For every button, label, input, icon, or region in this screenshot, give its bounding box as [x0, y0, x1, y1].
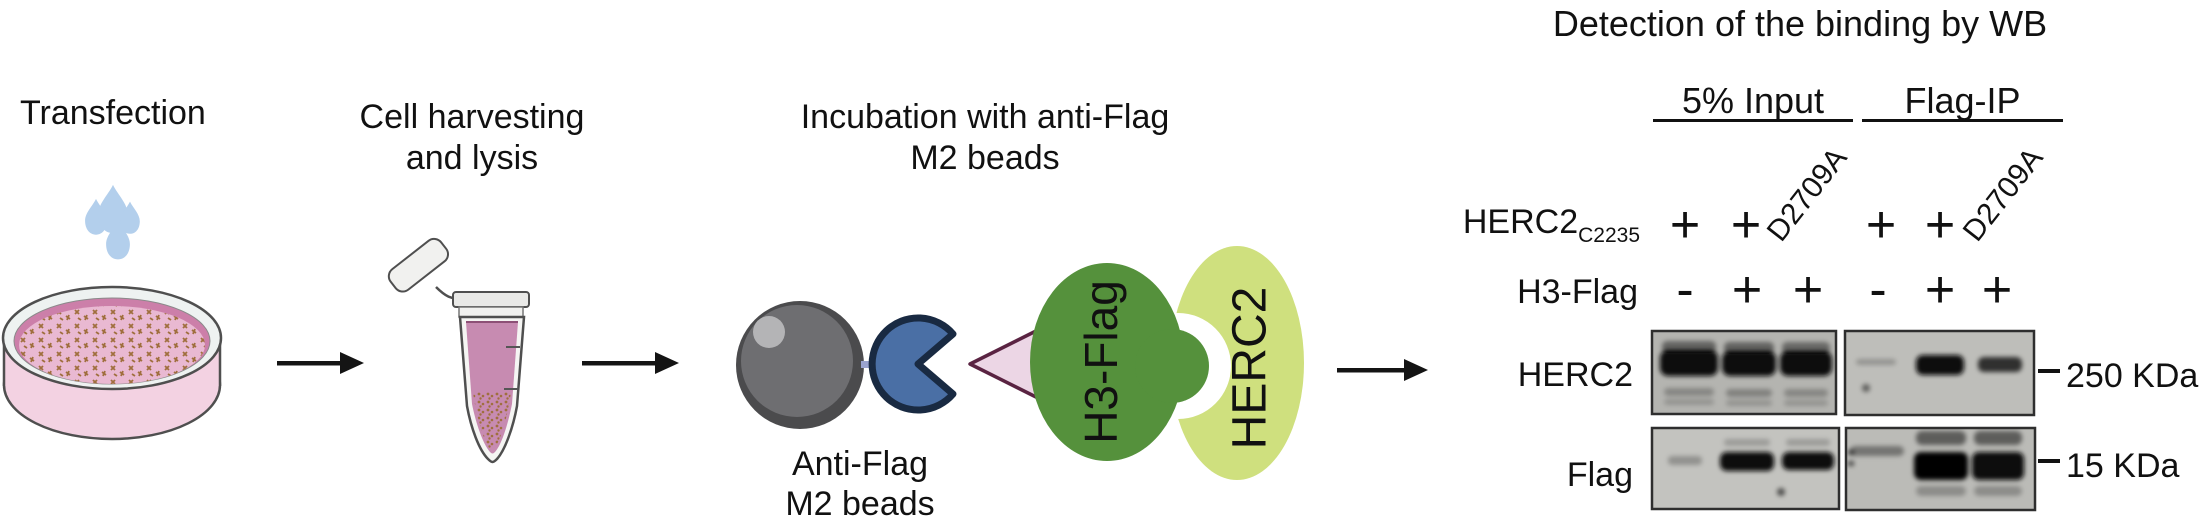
step3-label-line1: Incubation with anti-Flag: [800, 98, 1170, 136]
wb-blot1-label: HERC2: [1517, 356, 1633, 394]
wb-row2-lane5: +: [1924, 261, 1956, 319]
wb-row1-label: HERC2C2235: [1440, 202, 1640, 248]
binding-knob: [1135, 329, 1209, 403]
wb-blot2-label: Flag: [1566, 456, 1633, 494]
wb-row1-lane4: +: [1865, 196, 1897, 254]
wb-row2-lane4: -: [1869, 261, 1887, 319]
wb-row1-lane5: +: [1924, 196, 1956, 254]
h3-flag-protein-label: H3-Flag: [1075, 280, 1127, 444]
wb-group-input-underline: [1653, 119, 1853, 122]
wb-row1-lane1: +: [1669, 196, 1701, 254]
step3-label: Incubation with anti-Flag M2 beads: [770, 97, 1200, 179]
wb-row2-lane6: +: [1981, 261, 2013, 319]
wb-row1-lane2: +: [1730, 196, 1762, 254]
wb-row1-label-main: HERC2: [1462, 203, 1579, 241]
blot-panel-flag-input: [1650, 426, 1841, 511]
wb-row2-lane3: +: [1792, 261, 1824, 319]
step2-label-line2: and lysis: [405, 139, 539, 177]
petri-dish-icon: [1, 285, 223, 441]
beads-caption: Anti-Flag M2 beads: [760, 444, 960, 519]
blot-panel-herc2-input: [1650, 329, 1838, 416]
wb-row1-label-subscript: C2235: [1578, 224, 1640, 247]
bead-icon: [736, 301, 879, 429]
beads-caption-line2: M2 beads: [785, 485, 935, 519]
step3-label-line2: M2 beads: [910, 139, 1060, 177]
arrow-right-icon-1: [277, 352, 364, 374]
arrow-right-icon-3: [1337, 359, 1428, 381]
wb-row2-lane1: -: [1676, 261, 1694, 319]
wb-row2-lane2: +: [1731, 261, 1763, 319]
wb-group-input-label: 5% Input: [1681, 80, 1825, 121]
wb-group-ip-label: Flag-IP: [1904, 80, 2021, 121]
antibody-icon: [868, 314, 957, 414]
step2-label: Cell harvesting and lysis: [347, 97, 597, 179]
beads-caption-line1: Anti-Flag: [791, 445, 929, 483]
blot-panel-flag-ip: [1844, 426, 2037, 512]
arrow-right-icon-2: [582, 352, 679, 374]
step2-label-line1: Cell harvesting: [359, 98, 585, 136]
herc2-protein-label: HERC2: [1224, 287, 1277, 450]
h3-flag-blob: [1030, 263, 1209, 461]
transfection-droplets-icon: [85, 184, 140, 260]
step1-label: Transfection: [20, 94, 206, 132]
microcentrifuge-tube-icon: [387, 237, 530, 464]
wb-marker1-label: 250 KDa: [2066, 357, 2199, 395]
blot-panel-herc2-ip: [1843, 329, 2036, 417]
wb-row2-label: H3-Flag: [1517, 273, 1638, 311]
wb-marker2-label: 15 KDa: [2066, 447, 2180, 485]
wb-group-ip-underline: [1862, 119, 2063, 122]
wb-marker1-tick: [2038, 369, 2060, 373]
wb-title: Detection of the binding by WB: [1552, 3, 2048, 44]
wb-marker2-tick: [2038, 459, 2060, 463]
